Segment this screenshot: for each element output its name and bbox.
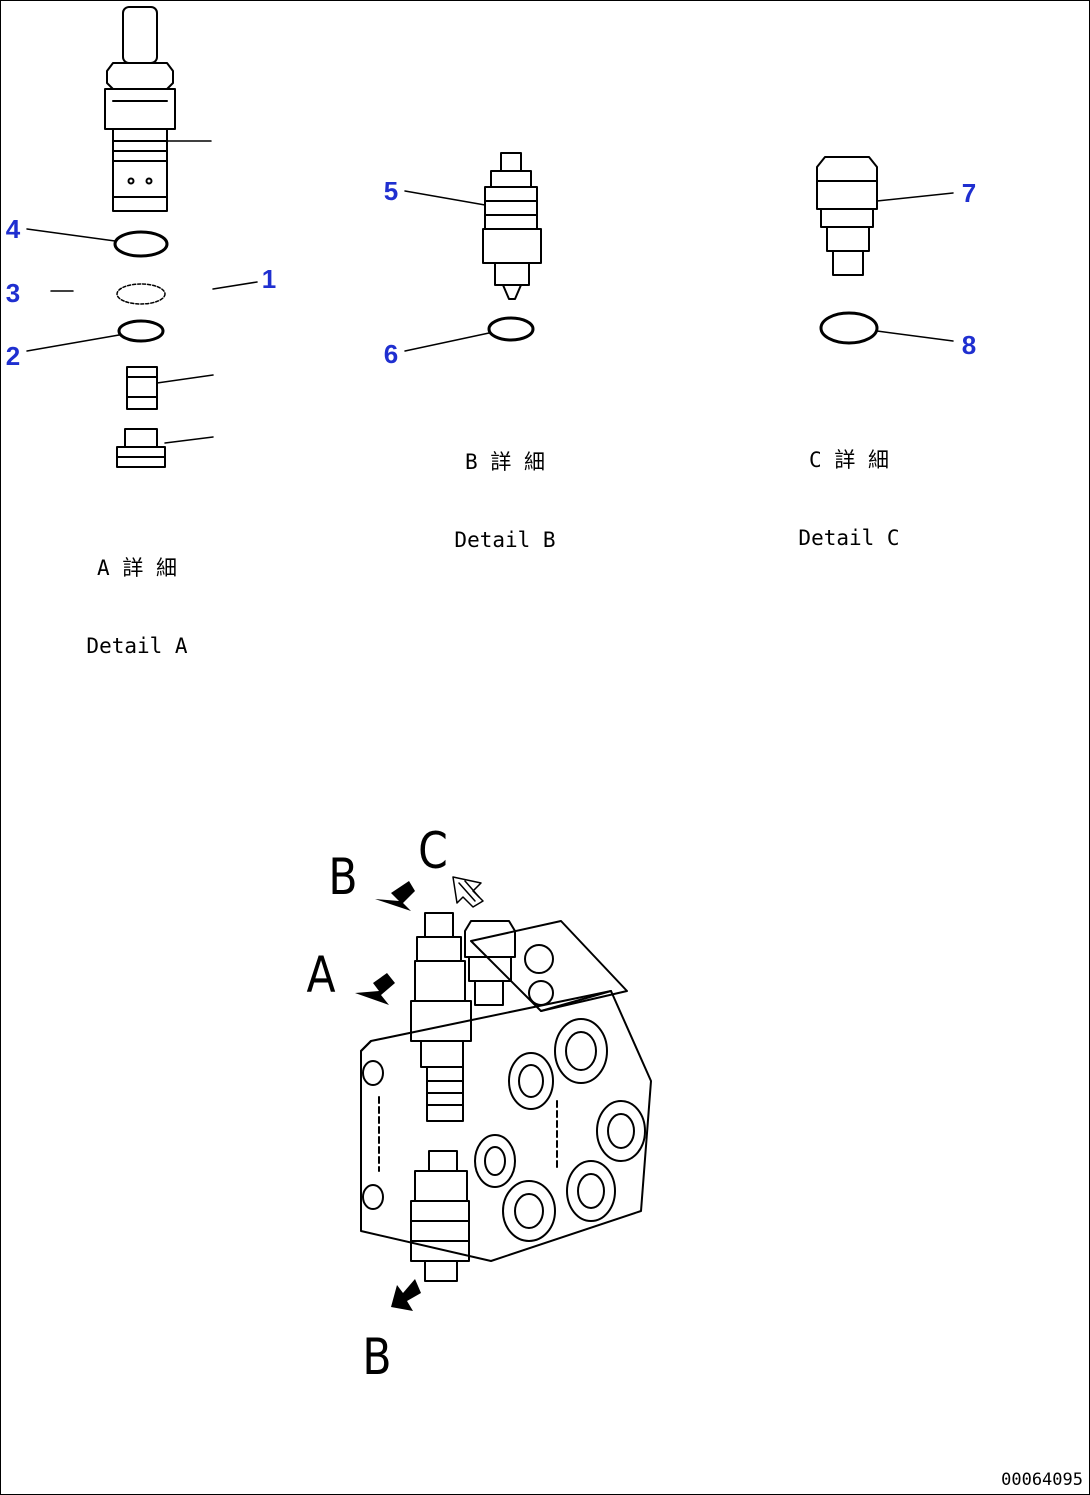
- callout-7: 7: [961, 178, 977, 208]
- arrow-c-icon: [452, 876, 484, 908]
- callout-8: 8: [961, 330, 977, 360]
- assembly-cartridge-a: [410, 960, 472, 1122]
- detail-a-caption: A 詳 細 Detail A: [86, 503, 187, 685]
- callout-1: 1: [261, 264, 277, 294]
- relief-valve-seat: [126, 366, 158, 410]
- detail-b-caption-en: Detail B: [454, 528, 556, 552]
- callout-2: 2: [5, 341, 21, 371]
- arrow-a-icon: [355, 973, 395, 1005]
- detail-b-caption-jp: B 詳 細: [465, 450, 545, 474]
- detail-a-caption-en: Detail A: [86, 634, 188, 658]
- detail-c-caption-jp: C 詳 細: [809, 448, 889, 472]
- detail-b-caption: B 詳 細 Detail B: [454, 397, 555, 579]
- detail-c-caption-en: Detail C: [798, 526, 900, 550]
- arrow-b-bottom-icon: [391, 1279, 421, 1311]
- detail-a-caption-jp: A 詳 細: [97, 556, 177, 580]
- part-1-relief-valve-cartridge: [104, 6, 176, 212]
- part-7-plug: [816, 156, 878, 276]
- callout-6: 6: [383, 339, 399, 369]
- callout-5: 5: [383, 176, 399, 206]
- assembly-plug-c: [464, 920, 516, 1006]
- part-4-o-ring: [113, 230, 169, 258]
- detail-c-caption: C 詳 細 Detail C: [798, 395, 899, 577]
- detail-a-leader-lines: [26, 140, 258, 444]
- detail-b-leader-lines: [404, 190, 490, 352]
- part-5-valve-cartridge: [482, 152, 542, 300]
- view-label-b-top: B: [328, 848, 358, 906]
- part-2-o-ring: [117, 319, 165, 343]
- view-label-a: A: [306, 946, 336, 1004]
- view-label-c: C: [418, 822, 448, 880]
- part-3-backup-ring: [116, 283, 166, 305]
- drawing-number: 00064095: [1001, 1470, 1083, 1490]
- callout-4: 4: [5, 214, 21, 244]
- view-label-b-bottom: B: [362, 1328, 392, 1386]
- assembly-cartridge-b-top: [416, 912, 462, 962]
- callout-3: 3: [5, 278, 21, 308]
- arrow-b-top-icon: [375, 881, 415, 911]
- relief-valve-plug: [116, 428, 166, 468]
- detail-c-leader-lines: [876, 192, 954, 342]
- assembly-cartridge-b-bottom: [410, 1150, 470, 1282]
- part-8-o-ring: [819, 311, 879, 345]
- view-arrows: [355, 881, 421, 1311]
- part-6-o-ring: [487, 316, 535, 342]
- valve-block-assembly: [360, 920, 652, 1262]
